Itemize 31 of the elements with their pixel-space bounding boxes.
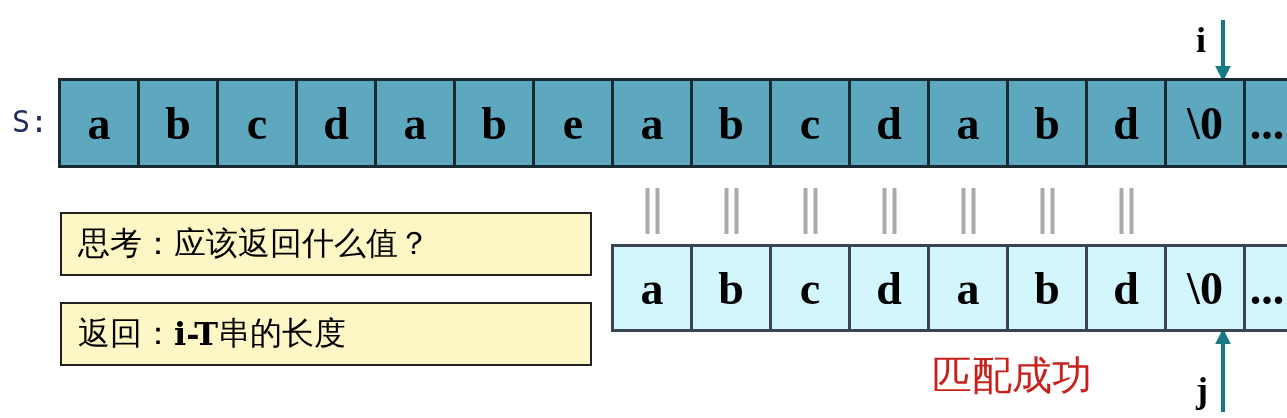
char-cell: c — [769, 78, 851, 168]
char-cell: \0 — [1164, 78, 1246, 168]
char-cell: \0 — [1164, 244, 1246, 332]
char-cell: b — [690, 78, 772, 168]
char-cell: d — [848, 244, 930, 332]
note-box: 思考：应该返回什么值？ — [60, 212, 592, 276]
char-cell: b — [690, 244, 772, 332]
pointer-label: i — [1196, 20, 1220, 60]
char-cell: d — [848, 78, 930, 168]
char-cell: b — [453, 78, 535, 168]
char-cell: d — [1085, 244, 1167, 332]
result-text: 匹配成功 — [932, 351, 1092, 400]
char-cell: a — [611, 78, 693, 168]
char-cell: a — [927, 244, 1009, 332]
string-name: S: — [12, 104, 49, 139]
char-cell: a — [58, 78, 140, 168]
char-cell: d — [1085, 78, 1167, 168]
char-cell: c — [216, 78, 298, 168]
char-cell: ... — [1243, 244, 1287, 332]
char-cell: b — [137, 78, 219, 168]
note-box: 返回：i-T串的长度 — [60, 302, 592, 366]
char-cell: b — [1006, 244, 1088, 332]
pointer-label: j — [1196, 368, 1220, 412]
char-cell: a — [611, 244, 693, 332]
char-cell: c — [769, 244, 851, 332]
char-cell: ... — [1243, 78, 1287, 168]
char-cell: a — [374, 78, 456, 168]
char-cell: a — [927, 78, 1009, 168]
char-cell: e — [532, 78, 614, 168]
char-cell: b — [1006, 78, 1088, 168]
char-cell: d — [295, 78, 377, 168]
